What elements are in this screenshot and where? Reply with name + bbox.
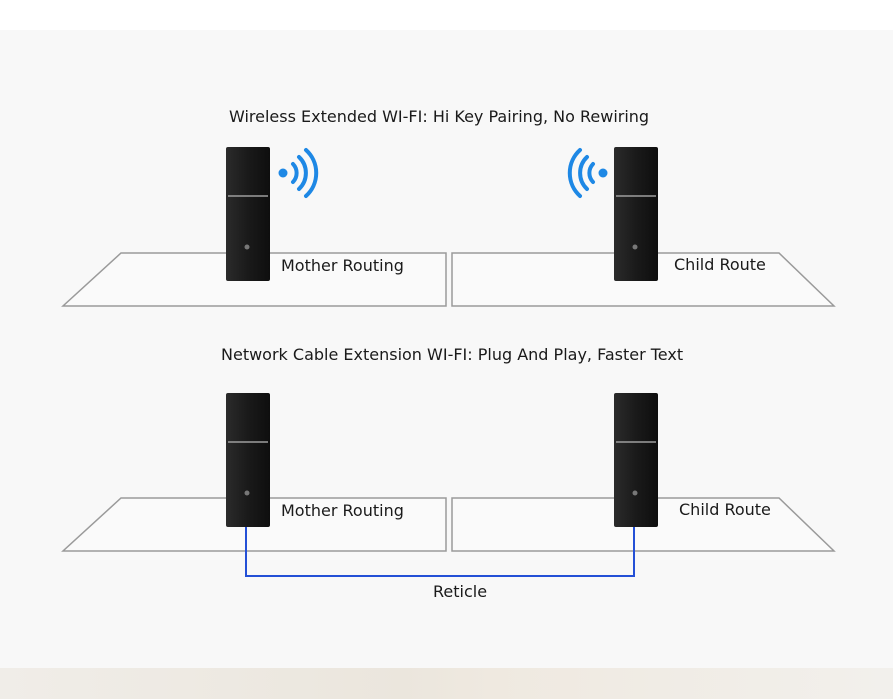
cable-label: Reticle	[433, 582, 488, 601]
mother-router-cable	[226, 393, 270, 527]
wifi-signal-icon	[278, 148, 319, 198]
network-cable	[245, 527, 635, 577]
cable-section-title: Network Cable Extension WI-FI: Plug And …	[221, 345, 684, 364]
mother-routing-label: Mother Routing	[281, 256, 404, 275]
child-router-cable	[614, 393, 658, 527]
child-route-label: Child Route	[674, 255, 766, 274]
child-router-wireless	[614, 147, 658, 281]
router-indicator-icon	[632, 490, 638, 496]
child-route-label: Child Route	[679, 500, 771, 519]
router-indicator-icon	[244, 244, 250, 250]
wireless-section-title: Wireless Extended WI-FI: Hi Key Pairing,…	[229, 107, 650, 126]
router-indicator-icon	[632, 244, 638, 250]
bottom-band	[0, 668, 893, 699]
top-band	[0, 0, 893, 30]
mother-routing-label: Mother Routing	[281, 501, 404, 520]
mother-router-wireless	[226, 147, 270, 281]
wifi-signal-icon	[567, 148, 608, 198]
router-indicator-icon	[244, 490, 250, 496]
